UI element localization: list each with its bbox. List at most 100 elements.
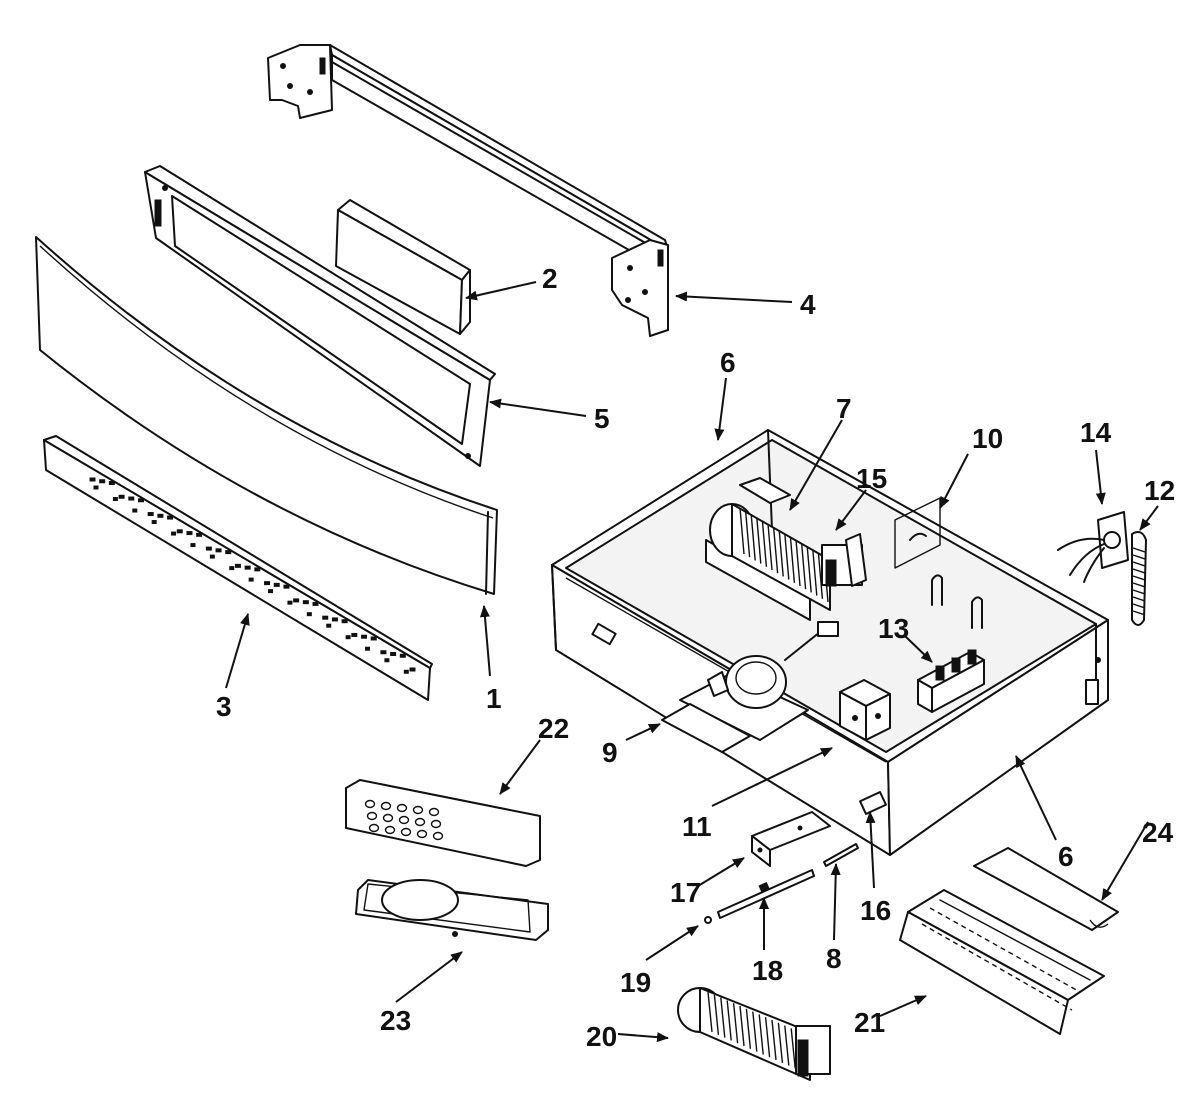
callout-6-top: 6 — [720, 347, 736, 378]
keypad-key — [432, 831, 444, 841]
keypad-key — [384, 825, 396, 835]
cord-ridge — [1132, 561, 1146, 567]
callout-19: 19 — [620, 967, 651, 998]
keypad-key — [366, 811, 378, 821]
callout-1: 1 — [486, 683, 502, 714]
board-component — [268, 589, 274, 594]
fan-blade — [739, 507, 745, 555]
keypad-key — [398, 815, 410, 825]
board-component — [171, 531, 177, 536]
board-component — [273, 582, 280, 587]
fan-blade — [744, 511, 751, 558]
board-component — [390, 651, 397, 656]
callout-15: 15 — [856, 463, 887, 494]
board-component — [151, 520, 157, 525]
board-component — [196, 532, 203, 537]
blower-fan-lower-part — [677, 987, 831, 1081]
board-component — [176, 529, 183, 534]
cord-ridge — [1132, 603, 1146, 609]
board-component — [341, 619, 348, 624]
board-component — [361, 634, 368, 639]
cord-ridge — [1132, 589, 1146, 595]
board-component — [384, 658, 390, 663]
pin-part — [704, 916, 712, 924]
fan-blade — [745, 1008, 752, 1049]
chassis-box-part — [551, 429, 1109, 856]
cord-ridge — [1132, 582, 1146, 588]
board-component — [403, 669, 409, 674]
fan-blade — [771, 1019, 777, 1061]
callout-5: 5 — [594, 403, 610, 434]
board-component — [302, 600, 309, 605]
motor-assembly-part — [661, 621, 839, 753]
board-component — [112, 497, 118, 502]
board-component — [205, 546, 212, 551]
keypad-key — [414, 817, 426, 827]
transformer-part — [839, 679, 891, 741]
callout-16: 16 — [860, 895, 891, 926]
fan-blade — [817, 552, 824, 599]
callout-14: 14 — [1080, 417, 1112, 448]
callout-20: 20 — [586, 1021, 617, 1052]
fan-blade — [726, 1000, 732, 1041]
keypad-key — [412, 805, 424, 815]
board-component — [287, 600, 293, 605]
board-component — [137, 498, 144, 503]
rod-part — [823, 843, 859, 867]
fan-blade — [720, 997, 726, 1038]
board-component — [157, 513, 164, 518]
callout-13: 13 — [878, 613, 909, 644]
board-component — [322, 615, 329, 620]
fan-blade — [732, 1003, 739, 1044]
board-component — [128, 496, 135, 501]
callout-3: 3 — [216, 691, 232, 722]
board-component — [326, 623, 332, 628]
cord-ridge — [1132, 554, 1146, 560]
fan-blade — [784, 533, 790, 580]
cord-ridge — [1132, 610, 1146, 616]
control-module-part — [335, 199, 471, 335]
gasket-plate-part — [355, 879, 549, 941]
fan-blade — [784, 1025, 790, 1066]
callout-21: 21 — [854, 1007, 885, 1038]
board-component — [244, 565, 251, 570]
board-component — [234, 563, 241, 568]
board-component — [365, 646, 371, 651]
callout-11: 11 — [682, 811, 712, 842]
board-component — [351, 632, 358, 637]
board-component — [93, 485, 99, 490]
board-component — [147, 512, 154, 517]
fan-blade — [707, 991, 713, 1033]
board-component — [167, 515, 174, 520]
fan-blade — [750, 514, 756, 561]
front-panel-part — [35, 236, 498, 595]
cord-ridge — [1132, 575, 1146, 581]
callout-6-bottom: 6 — [1058, 841, 1074, 872]
fan-blade — [761, 520, 768, 567]
leader-arrows — [225, 281, 1159, 1043]
fan-blade — [812, 549, 818, 596]
keypad-overlay-part — [345, 779, 541, 867]
fan-blade — [778, 530, 784, 577]
keypad-key — [368, 823, 380, 833]
board-component — [248, 577, 254, 582]
board-component — [399, 653, 406, 658]
control-board-part — [43, 435, 433, 701]
rear-bracket-part — [267, 44, 669, 337]
keypad-key — [396, 803, 408, 813]
callout-9: 9 — [602, 737, 618, 768]
board-component — [209, 554, 215, 559]
keypad-key — [364, 799, 376, 809]
keypad-key — [416, 829, 428, 839]
cord-ridge — [1132, 568, 1146, 574]
cord-ridge — [1132, 547, 1146, 553]
callout-17: 17 — [670, 877, 701, 908]
board-component — [132, 508, 138, 513]
callout-7: 7 — [836, 393, 852, 424]
keypad-key — [380, 801, 392, 811]
shaft-part — [717, 869, 815, 919]
board-component — [89, 477, 96, 482]
callout-4: 4 — [800, 289, 816, 320]
board-component — [229, 566, 235, 571]
keypad-key — [400, 827, 412, 837]
